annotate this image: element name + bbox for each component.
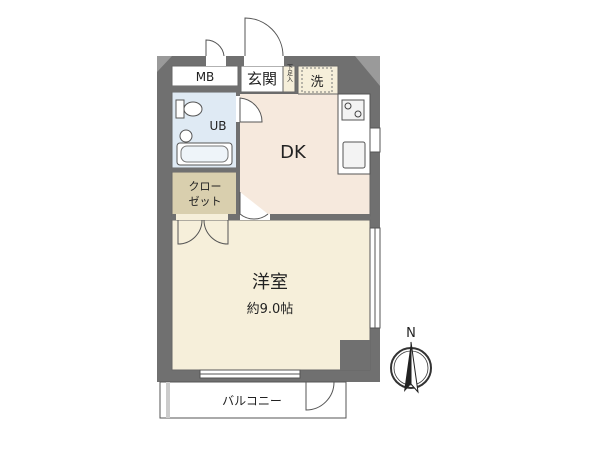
washer-outline <box>301 67 333 93</box>
door-opening-closet <box>176 214 228 220</box>
closet-label-line2: ゼット <box>189 195 222 208</box>
shoe-box-label: 下足入 <box>286 64 293 82</box>
wall-hatch-top-left <box>157 56 172 72</box>
dk-entry <box>238 94 298 100</box>
balcony-rail <box>166 382 170 418</box>
window-kitchen <box>369 127 381 153</box>
compass-north-label: N <box>406 326 416 341</box>
stove <box>341 99 365 121</box>
kitchen-sink <box>342 141 366 169</box>
wall-hatch-top-right <box>355 56 380 86</box>
wall-bath-closet <box>172 168 238 172</box>
door-opening-bath <box>236 96 240 122</box>
wash-label: 洗 <box>310 75 323 90</box>
western-room <box>171 219 371 371</box>
balcony-door-swing <box>305 381 335 411</box>
western-label: 洋室 <box>252 272 288 293</box>
toilet-bowl <box>183 101 203 117</box>
entry-door-swing <box>244 17 284 57</box>
genkan-label: 玄関 <box>247 70 277 88</box>
balcony <box>159 381 347 419</box>
mb-door-swing <box>205 39 225 57</box>
burner-2 <box>354 110 362 118</box>
mb-label: MB <box>196 70 215 84</box>
burner-1 <box>344 102 352 110</box>
compass-needle-icon <box>404 342 411 392</box>
dk-label: DK <box>280 142 307 163</box>
compass-needle-light <box>410 341 419 394</box>
bathtub-inner <box>180 145 229 163</box>
balcony-label: バルコニー <box>222 394 282 408</box>
mb-door-opening <box>206 56 226 66</box>
western-notch <box>340 340 370 370</box>
door-swing-closet-left <box>177 219 203 245</box>
wall-bath-dk <box>236 92 240 216</box>
wall-dk-western <box>238 214 370 220</box>
ub-label: UB <box>209 119 226 133</box>
closet-label-line1: クロー <box>189 180 222 193</box>
door-swing-bath <box>239 97 263 123</box>
door-swing-closet-right <box>203 219 229 245</box>
door-swing-western <box>239 192 269 220</box>
compass: N <box>390 326 432 394</box>
sink-basin <box>179 129 193 143</box>
toilet-tank <box>175 99 185 119</box>
western-size-label: 約9.0帖 <box>247 302 294 317</box>
entry-door-opening <box>244 56 284 66</box>
wall-mb-bath <box>172 86 238 92</box>
closet <box>171 171 239 217</box>
